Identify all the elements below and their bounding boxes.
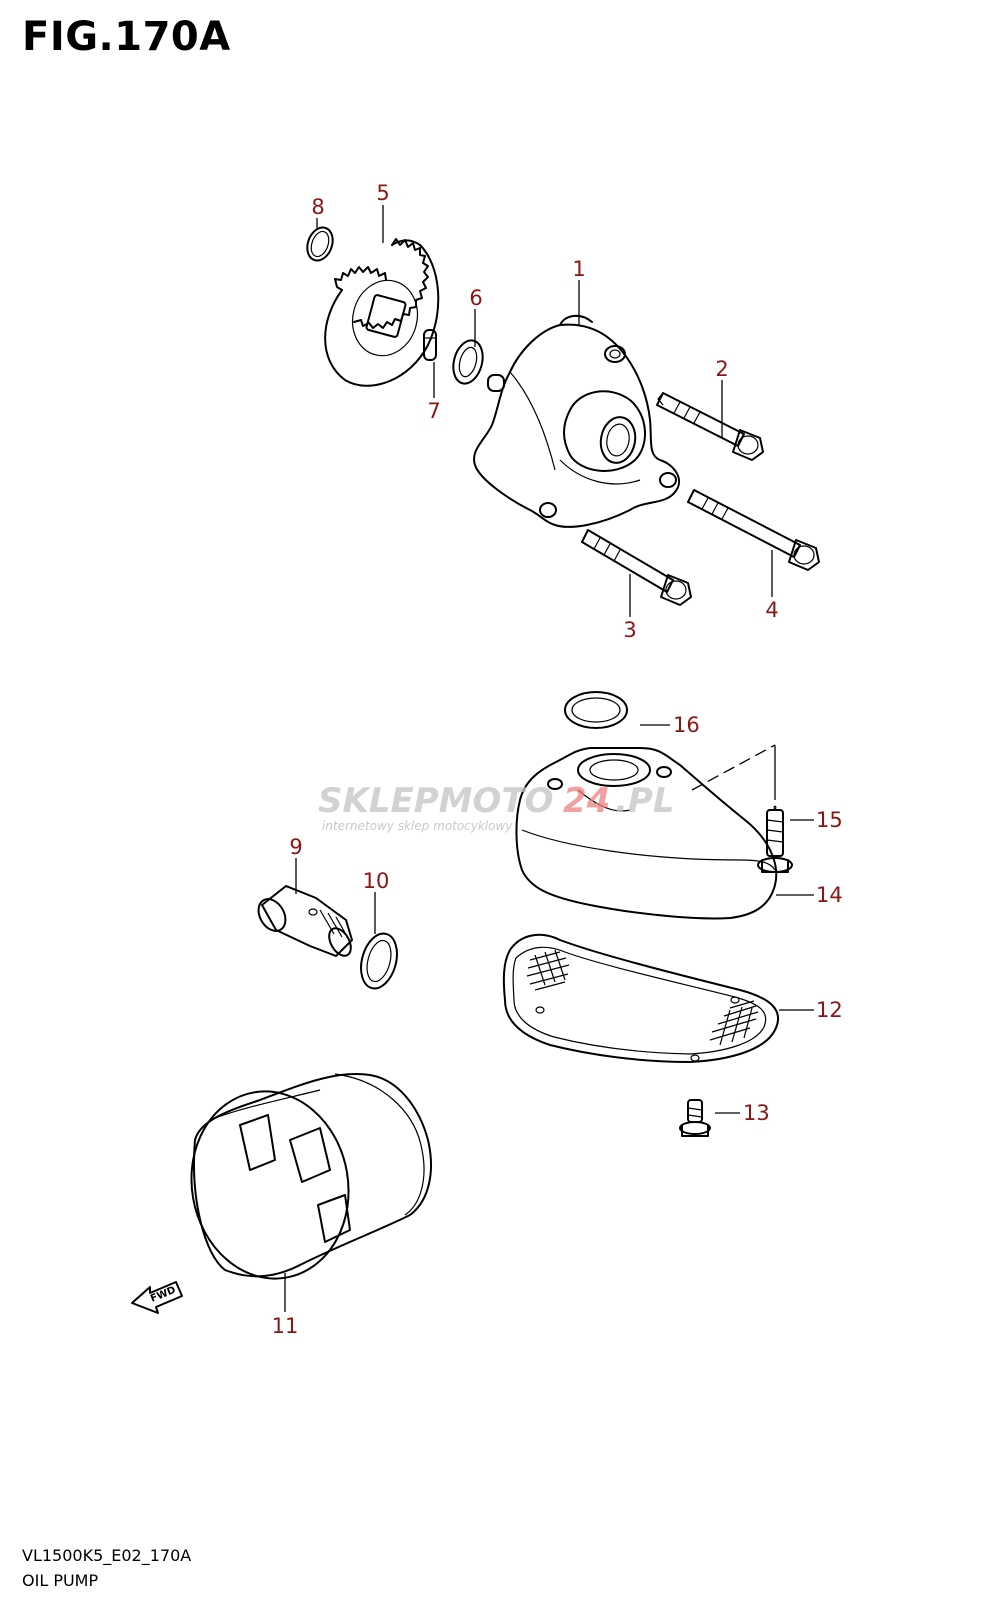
callout-2: 2 (715, 357, 728, 381)
part-11-oil-filter (190, 1073, 432, 1280)
part-14-oil-strainer (515, 747, 778, 920)
part-6-o-ring (452, 339, 484, 385)
callout-13: 13 (743, 1101, 770, 1125)
part-5-driven-gear (324, 238, 440, 387)
part-15-bolt (757, 805, 793, 873)
part-16-o-ring (564, 691, 628, 729)
part-7-pin (423, 329, 437, 361)
callouts: 1 2 3 4 5 6 7 8 9 10 11 12 13 14 15 16 (272, 181, 843, 1338)
callout-7: 7 (427, 399, 440, 423)
leader-lines (284, 205, 814, 1312)
callout-8: 8 (311, 195, 324, 219)
part-1-oil-pump (473, 314, 680, 528)
callout-11: 11 (272, 1314, 299, 1338)
part-13-bolt (679, 1099, 711, 1137)
footer-figure-code: VL1500K5_E02_170A (22, 1546, 192, 1565)
callout-16: 16 (673, 713, 700, 737)
part-4-bolt (687, 489, 820, 571)
callout-5: 5 (376, 181, 389, 205)
callout-4: 4 (765, 598, 778, 622)
part-3-bolt (581, 529, 692, 606)
figure-title: FIG.170A (22, 14, 231, 60)
part-8-circlip (306, 226, 334, 262)
watermark-brand-a: SKLEPMOTO (318, 781, 553, 821)
part-10-gasket (360, 932, 398, 990)
watermark-tagline: internetowy sklep motocyklowy (322, 819, 513, 833)
watermark-brand-c: .PL (615, 781, 675, 821)
callout-3: 3 (623, 618, 636, 642)
callout-15: 15 (816, 808, 843, 832)
watermark-logo: SKLEPMOTO 24 .PL internetowy sklep motoc… (318, 781, 675, 833)
fwd-arrow-icon: FWD (131, 1281, 183, 1314)
callout-14: 14 (816, 883, 843, 907)
callout-6: 6 (469, 286, 482, 310)
part-9-relief-valve (257, 885, 353, 957)
callout-10: 10 (363, 869, 390, 893)
part-12-strainer-screen (502, 933, 780, 1063)
callout-1: 1 (572, 257, 585, 281)
callout-12: 12 (816, 998, 843, 1022)
watermark-brand-b: 24 (563, 781, 610, 821)
footer-figure-title: OIL PUMP (22, 1571, 99, 1590)
part-2-bolt (656, 392, 764, 461)
callout-9: 9 (289, 835, 302, 859)
